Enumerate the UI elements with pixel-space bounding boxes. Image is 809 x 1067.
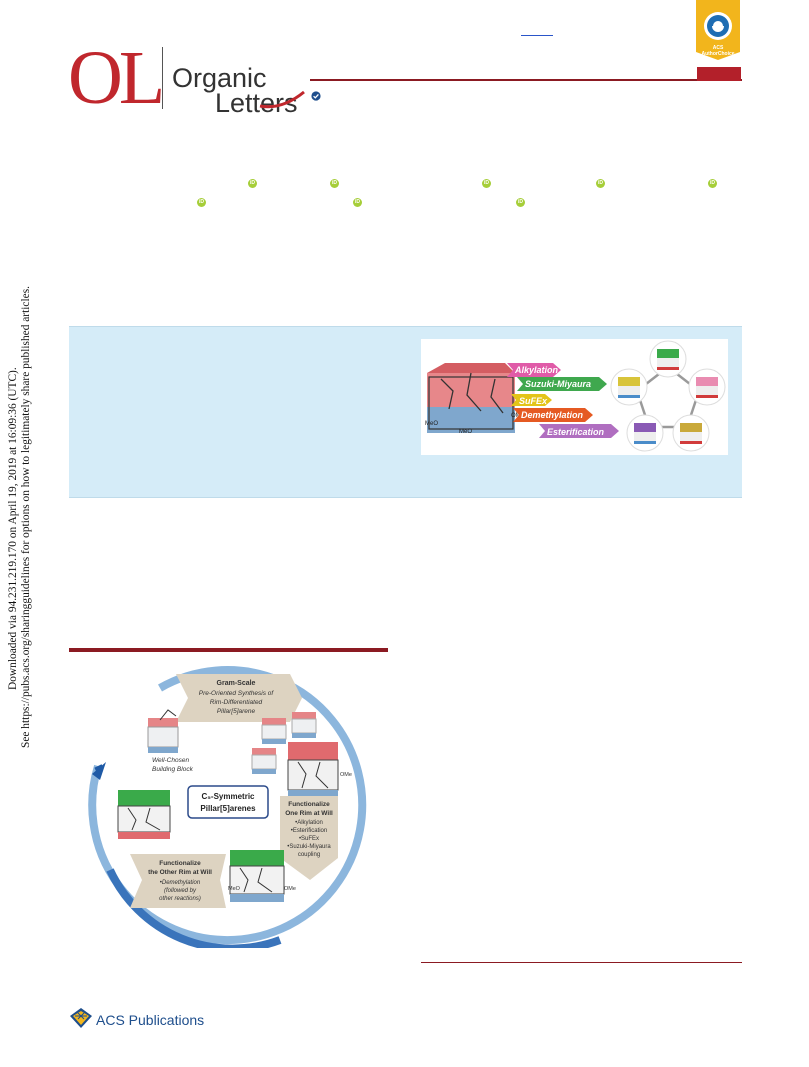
header-rule: [310, 79, 742, 81]
cite-check-icon[interactable]: [311, 91, 321, 101]
building-block-image: [147, 709, 179, 753]
reaction-arrow: Esterification: [539, 424, 619, 438]
toc-graphic: MeO OMe MeO Alkylation Suzuki-Miyaura Su…: [421, 339, 728, 455]
orcid-icon[interactable]: iD: [330, 179, 339, 188]
reaction-label: Alkylation: [514, 365, 559, 375]
acs-authorchoice-badge[interactable]: ACS AuthorChoice: [696, 0, 740, 60]
pillar-arene-label: Pillar[5]arene: [217, 708, 256, 715]
pre-oriented-label: Pre-Oriented Synthesis of: [199, 690, 275, 697]
header-red-tab: [697, 67, 741, 81]
center-label-1: C₅-Symmetric: [201, 792, 255, 801]
authorchoice-ribbon-icon: [696, 0, 740, 60]
gram-scale-chevron: [176, 674, 302, 722]
orcid-icon[interactable]: iD: [197, 198, 206, 207]
article-link[interactable]: [521, 21, 553, 36]
func-one-item: coupling: [298, 852, 320, 858]
orcid-icon[interactable]: iD: [596, 179, 605, 188]
func-other-item: other reactions): [159, 896, 201, 902]
figure-1: Gram-Scale Pre-Oriented Synthesis of Rim…: [70, 658, 388, 953]
reaction-arrow: Alkylation: [507, 363, 561, 377]
reaction-label: Esterification: [547, 427, 605, 437]
func-one-item: •Alkylation: [295, 820, 323, 826]
func-other-item: (followed by: [164, 888, 197, 894]
toc-label: MeO: [425, 421, 438, 427]
center-box: [187, 785, 269, 819]
building-block-label: Well-Chosen: [152, 757, 189, 764]
functionalize-one-chevron: [280, 796, 338, 880]
func-one-item: •Suzuki-Miyaura: [287, 844, 331, 850]
func-one-item: •SuFEx: [299, 836, 319, 842]
toc-label: MeO: [459, 429, 472, 435]
orcid-icon[interactable]: iD: [516, 198, 525, 207]
center-label-2: Pillar[5]arenes: [200, 804, 256, 813]
download-note-line1: Downloaded via 94.231.219.170 on April 1…: [7, 367, 19, 690]
func-one-item: •Esterification: [291, 828, 327, 834]
func-one-title: Functionalize: [288, 801, 330, 808]
reaction-arrow: Suzuki-Miyaura: [517, 377, 607, 391]
journal-name-line1: Organic: [172, 63, 267, 93]
acs-publications-logo-icon[interactable]: [68, 1006, 94, 1030]
rim-diff-label: Rim-Differentiated: [210, 699, 263, 706]
orcid-icon[interactable]: iD: [353, 198, 362, 207]
orcid-icon[interactable]: iD: [248, 179, 257, 188]
product-pentagon: [610, 340, 726, 452]
reaction-arrow: Demethylation: [513, 408, 593, 422]
journal-swoosh-icon: [259, 90, 305, 109]
func-one-title: One Rim at Will: [285, 810, 333, 817]
func-other-title: the Other Rim at Will: [148, 869, 212, 876]
reaction-label: SuFEx: [519, 396, 548, 406]
func-other-title: Functionalize: [159, 860, 201, 867]
publisher-name[interactable]: ACS Publications: [96, 1012, 205, 1028]
figure-small-label: OMe: [340, 772, 352, 778]
gram-scale-label: Gram-Scale: [217, 680, 256, 687]
reaction-arrow: SuFEx: [511, 394, 552, 406]
toc-label: OMe: [511, 413, 525, 419]
download-note-line2: See https://pubs.acs.org/sharingguidelin…: [20, 286, 32, 748]
green-cube-left-image: [117, 790, 171, 839]
journal-abbrev-logo: OL: [68, 36, 165, 120]
building-block-label: Building Block: [152, 766, 194, 773]
footer-rule: [421, 962, 742, 963]
functionalize-other-chevron: [130, 854, 226, 908]
green-cube-bottom-image: [229, 850, 285, 902]
small-cubes-image: [251, 712, 339, 798]
pillararene-cube-image: [427, 363, 515, 433]
reaction-label: Demethylation: [521, 410, 584, 420]
figure-small-label: MeO: [228, 886, 241, 892]
func-other-item: •Demethylation: [160, 880, 201, 886]
orcid-icon[interactable]: iD: [708, 179, 717, 188]
figure-rule: [69, 648, 388, 652]
badge-label: ACS AuthorChoice: [701, 45, 735, 57]
orcid-icon[interactable]: iD: [482, 179, 491, 188]
logo-divider: [162, 47, 163, 109]
figure-small-label: OMe: [284, 886, 296, 892]
reaction-label: Suzuki-Miyaura: [525, 379, 591, 389]
